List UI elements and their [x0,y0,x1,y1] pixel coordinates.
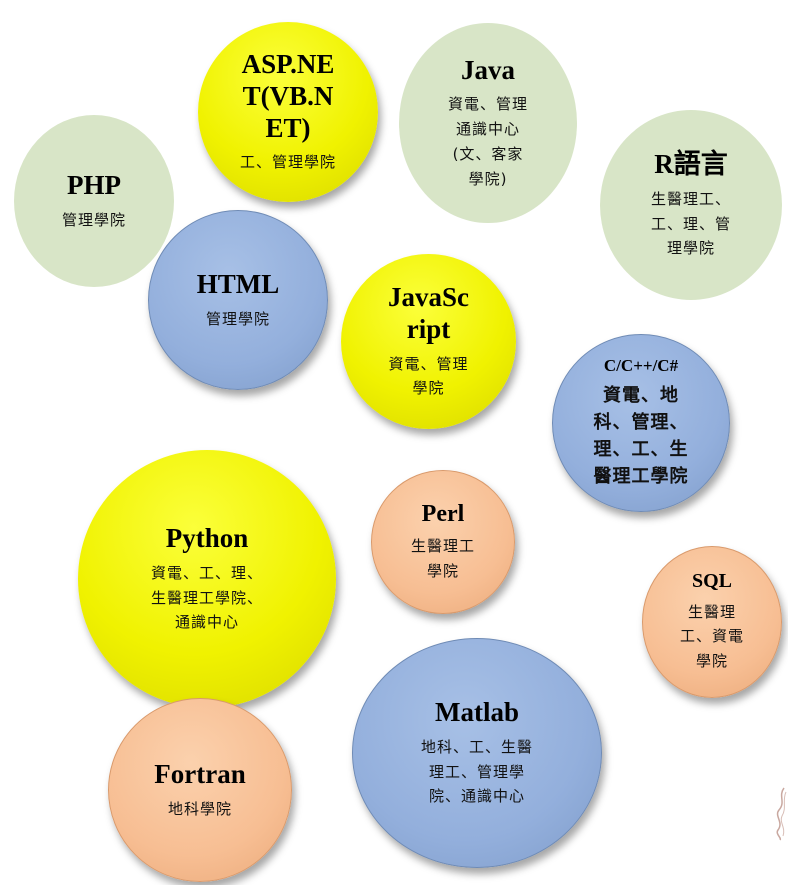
bubble-desc: 生醫理工 學院 [411,534,475,584]
title-line: Perl [421,501,465,528]
bubble-perl: Perl 生醫理工 學院 [371,470,515,614]
bubble-title: SQL [692,570,732,594]
title-line: JavaSc [388,281,469,312]
bubble-title: R語言 [654,149,728,181]
bubble-desc: 管理學院 [62,208,126,233]
bubble-title: JavaSc ript [388,282,469,346]
desc-line: 工、理、管 [650,214,731,233]
bubble-desc: 生醫理 工、資電 學院 [680,600,744,674]
title-line: SQL [691,570,733,593]
desc-line: 地科學院 [167,799,232,818]
desc-line: 資電、管理 [447,95,528,114]
desc-line: 生醫理工 [410,537,475,556]
title-line: Python [165,522,249,553]
desc-line: 生醫理 [687,602,736,621]
bubble-desc: 資電、管理 學院 [388,352,468,402]
desc-line: 學院 [426,562,459,581]
desc-line: 資電、管理 [388,354,469,373]
desc-line: 理學院 [666,239,715,258]
bubble-python: Python 資電、工、理、 生醫理工學院、 通識中心 [78,450,336,708]
bubble-desc: 工、管理學院 [240,150,336,175]
title-line: Java [461,54,515,85]
desc-line: 學院) [468,169,508,188]
desc-line: 學院 [695,652,728,671]
desc-line: 通識中心 [455,120,520,139]
desc-line: 資電、地 [603,385,679,407]
bubble-title: Perl [422,500,465,528]
bubble-title: C/C++/C# [604,356,678,376]
desc-line: 工、資電 [679,627,744,646]
bubble-sql: SQL 生醫理 工、資電 學院 [642,546,782,698]
title-line: ET) [265,112,311,143]
decorative-corner-sketch [776,787,787,841]
bubble-html: HTML 管理學院 [148,210,328,390]
bubble-desc: 生醫理工、 工、理、管 理學院 [651,187,731,261]
desc-line: 工、管理學院 [239,153,336,172]
desc-line: 生醫理工學院、 [150,588,263,607]
desc-line: 學院 [412,379,445,398]
bubble-desc: 地科、工、生醫 理工、管理學 院、通識中心 [421,735,533,809]
title-line: PHP [67,169,121,200]
title-line: Matlab [435,696,519,727]
bubble-title: Python [166,523,249,555]
title-line: Fortran [154,758,246,789]
bubble-desc: 資電、地 科、管理、 理、工、生 醫理工學院 [594,382,689,490]
title-line: HTML [196,268,280,299]
title-line: ript [406,313,451,344]
bubble-java: Java 資電、管理 通識中心 (文、客家 學院) [399,23,577,223]
desc-line: 生醫理工、 [650,189,731,208]
bubble-desc: 管理學院 [206,307,270,332]
bubble-php: PHP 管理學院 [14,115,174,287]
desc-line: 院、通識中心 [428,787,525,806]
title-line: T(VB.N [242,80,334,111]
desc-line: (文、客家 [452,144,524,163]
desc-line: 地科、工、生醫 [420,737,533,756]
desc-line: 理、工、生 [593,439,689,461]
bubble-javascript: JavaSc ript 資電、管理 學院 [341,254,516,429]
desc-line: 管理學院 [61,210,126,229]
bubble-desc: 地科學院 [168,797,232,822]
bubble-c-family: C/C++/C# 資電、地 科、管理、 理、工、生 醫理工學院 [552,334,730,512]
bubble-title: HTML [197,269,280,301]
title-line: C/C++/C# [603,355,679,375]
title-line: ASP.NE [241,48,335,79]
bubble-desc: 資電、工、理、 生醫理工學院、 通識中心 [151,561,263,635]
bubble-title: PHP [67,170,121,202]
bubble-title: ASP.NE T(VB.N ET) [242,49,335,145]
title-line: R語言 [654,148,728,179]
bubble-r: R語言 生醫理工、 工、理、管 理學院 [600,110,782,300]
desc-line: 管理學院 [205,309,270,328]
bubble-matlab: Matlab 地科、工、生醫 理工、管理學 院、通識中心 [352,638,602,868]
bubble-desc: 資電、管理 通識中心 (文、客家 學院) [448,92,528,191]
desc-line: 資電、工、理、 [150,563,263,582]
bubble-title: Java [461,55,515,87]
bubble-title: Matlab [435,697,519,729]
desc-line: 醫理工學院 [593,466,689,488]
desc-line: 科、管理、 [593,412,689,434]
desc-line: 理工、管理學 [428,762,525,781]
bubble-title: Fortran [154,759,245,791]
bubble-aspnet: ASP.NE T(VB.N ET) 工、管理學院 [198,22,378,202]
desc-line: 通識中心 [174,613,239,632]
bubble-fortran: Fortran 地科學院 [108,698,292,882]
